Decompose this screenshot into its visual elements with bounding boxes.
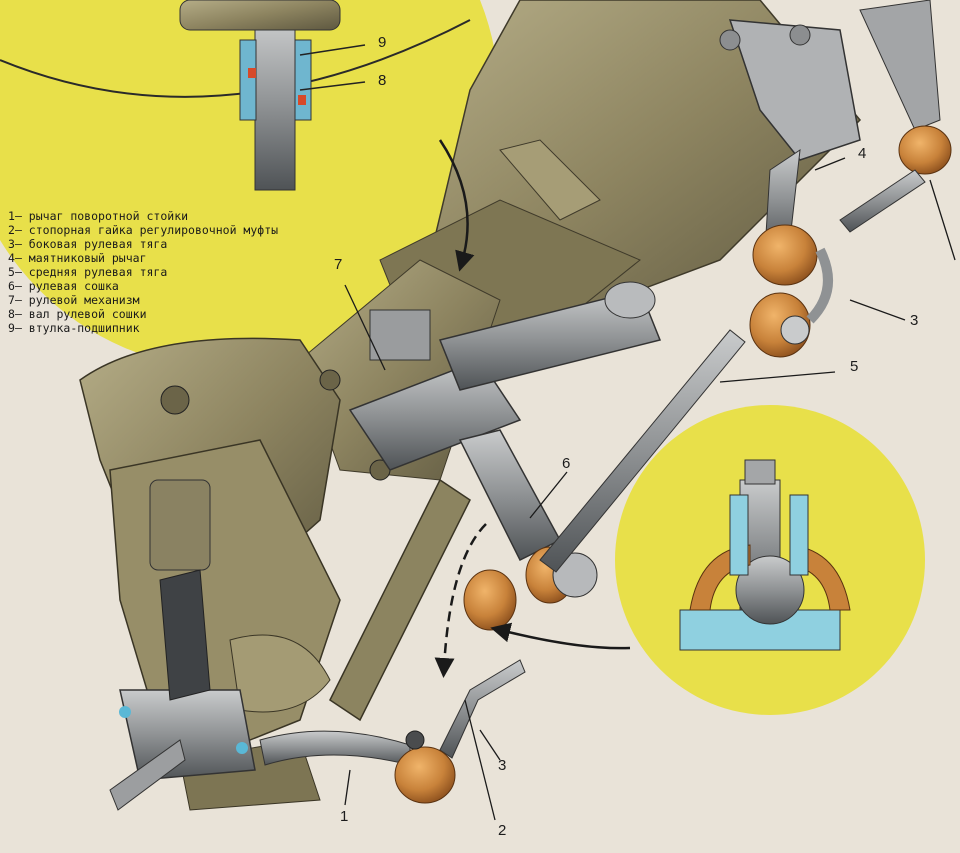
callout-7: 7 [334,256,343,273]
callout-4: 4 [858,145,867,162]
legend-item: 7— рулевой механизм [8,293,140,307]
lower-control-arm [329,478,471,722]
bushing-inset-circle [0,0,500,370]
callout-3-right: 3 [910,312,919,329]
callout-3-left: 3 [498,757,507,774]
steering-gear-box [348,281,662,471]
legend-item: 5— средняя рулевая тяга [8,265,168,279]
legend-item: 8— вал рулевой сошки [8,307,147,321]
idler-arm [719,0,952,286]
suspension-assembly [79,337,391,811]
callout-1: 1 [340,808,349,825]
legend-item: 3— боковая рулевая тяга [8,237,168,251]
left-side-tie-rod [259,659,526,804]
callout-leaders [344,157,956,821]
legend-item: 2— стопорная гайка регулировочной муфты [8,223,279,237]
callout-9: 9 [378,34,387,51]
right-side-tie-rod [806,169,926,324]
center-tie-rod [539,292,811,573]
parts-legend: 1— рычаг поворотной стойки 2— стопорная … [8,209,308,335]
legend-item: 1— рычаг поворотной стойки [8,209,189,223]
callout-6: 6 [562,455,571,472]
legend-item: 4— маятниковый рычаг [8,251,147,265]
callout-2: 2 [498,822,507,839]
motion-arrows [434,139,631,678]
callout-8: 8 [378,72,387,89]
legend-item: 6— рулевая сошка [8,279,119,293]
callout-5: 5 [850,358,859,375]
steering-knuckle-arm [109,569,256,811]
legend-item: 9— втулка-подшипник [8,321,140,335]
ball-joint-inset-circle [615,405,925,715]
